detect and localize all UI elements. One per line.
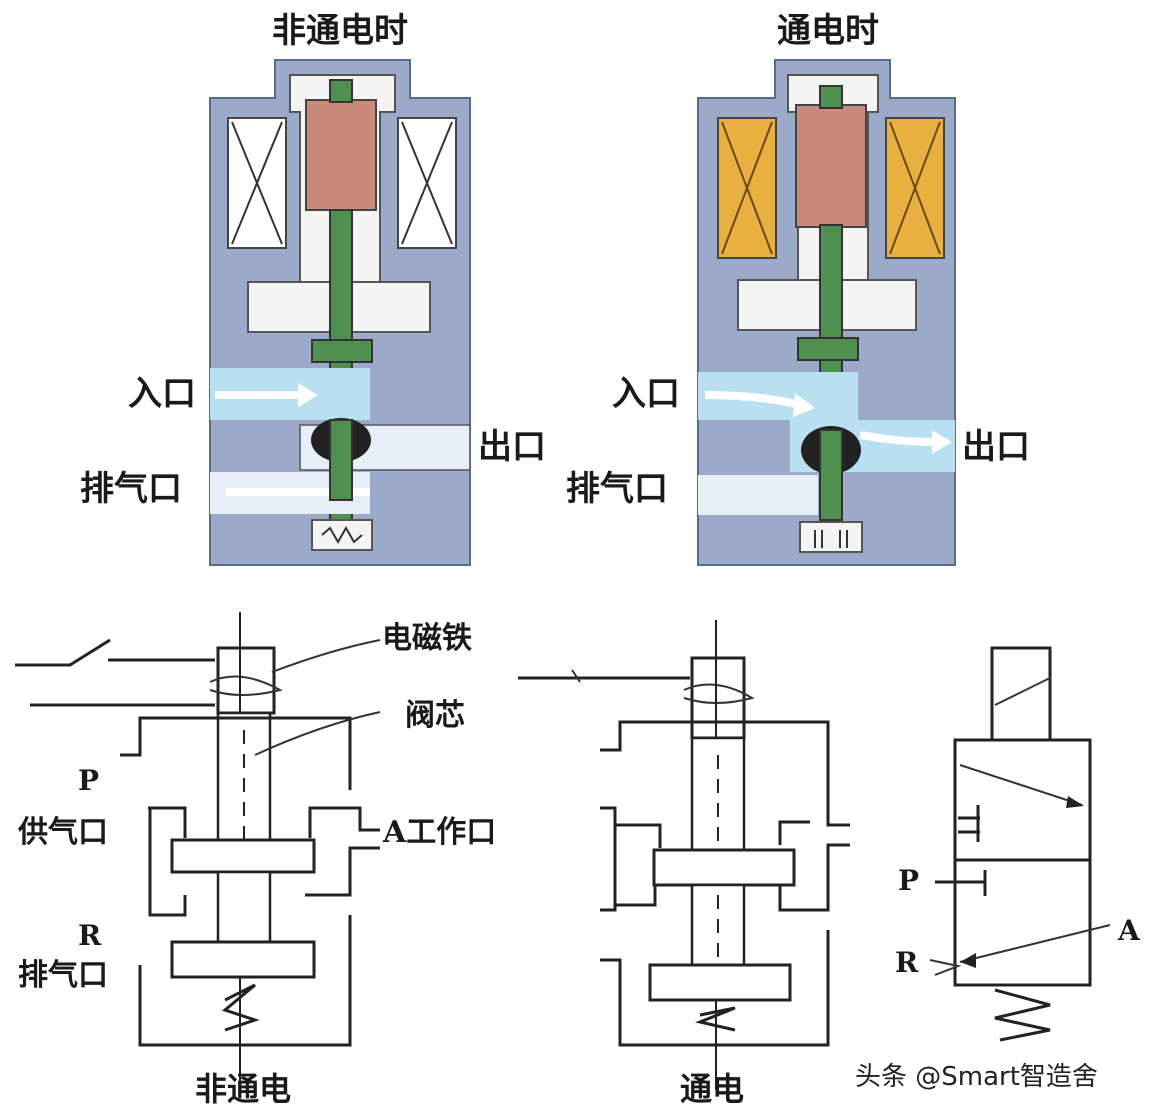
label-valve-core: 阀芯 <box>405 698 465 733</box>
symbol-r: R <box>895 946 919 979</box>
spool-upper-on <box>652 848 796 887</box>
spool-lower-on <box>648 963 792 1002</box>
solenoid-actuator-symbol <box>990 646 1052 742</box>
valve-off-cutaway: 非通电时 入口 排气口 <box>80 11 471 566</box>
label-exhaust-on: 排气口 <box>566 469 668 509</box>
schematic-off: 电磁铁 阀芯 P 供气口 A工作口 R 排气口 非通电 <box>15 612 496 1108</box>
label-work-port: A工作口 <box>382 815 496 850</box>
watermark: 头条 @Smart智造舍 <box>855 1062 1098 1092</box>
label-r: R <box>78 919 102 952</box>
caption-on: 通电 <box>680 1070 744 1108</box>
label-p: P <box>78 764 99 797</box>
armature <box>305 99 377 211</box>
spool-lower <box>170 940 316 979</box>
valve-symbol: P R A <box>895 646 1141 1042</box>
spring <box>321 525 363 545</box>
body-outline-off <box>120 716 352 790</box>
label-exhaust-off: 排气口 <box>80 469 182 509</box>
spring-return-symbol <box>994 988 1051 1042</box>
title-on: 通电时 <box>777 11 879 51</box>
spool-upper <box>170 838 316 874</box>
label-outlet-off: 出口 <box>478 427 546 467</box>
label-electromagnet: 电磁铁 <box>382 621 472 656</box>
body-outline-on <box>600 720 850 827</box>
label-inlet-off: 入口 <box>128 374 196 414</box>
valve-on-cutaway: 通电时 入口 出口 排气口 <box>566 11 1030 566</box>
label-inlet-on: 入口 <box>612 374 680 414</box>
symbol-a: A <box>1117 914 1141 947</box>
label-exhaust-port: 排气口 <box>18 958 108 993</box>
spring-compressed <box>814 530 848 548</box>
solenoid-off <box>216 646 276 715</box>
armature-on <box>795 104 867 228</box>
schematic-on: 通电 <box>518 620 850 1108</box>
solenoid-on <box>690 656 746 740</box>
label-supply-port: 供气口 <box>17 815 108 850</box>
switch-open <box>15 638 111 667</box>
spring-on <box>694 1006 736 1032</box>
title-off: 非通电时 <box>272 11 408 51</box>
caption-off: 非通电 <box>195 1070 291 1108</box>
spring-off <box>221 983 260 1032</box>
symbol-p: P <box>898 864 919 897</box>
label-outlet-on: 出口 <box>962 427 1030 467</box>
